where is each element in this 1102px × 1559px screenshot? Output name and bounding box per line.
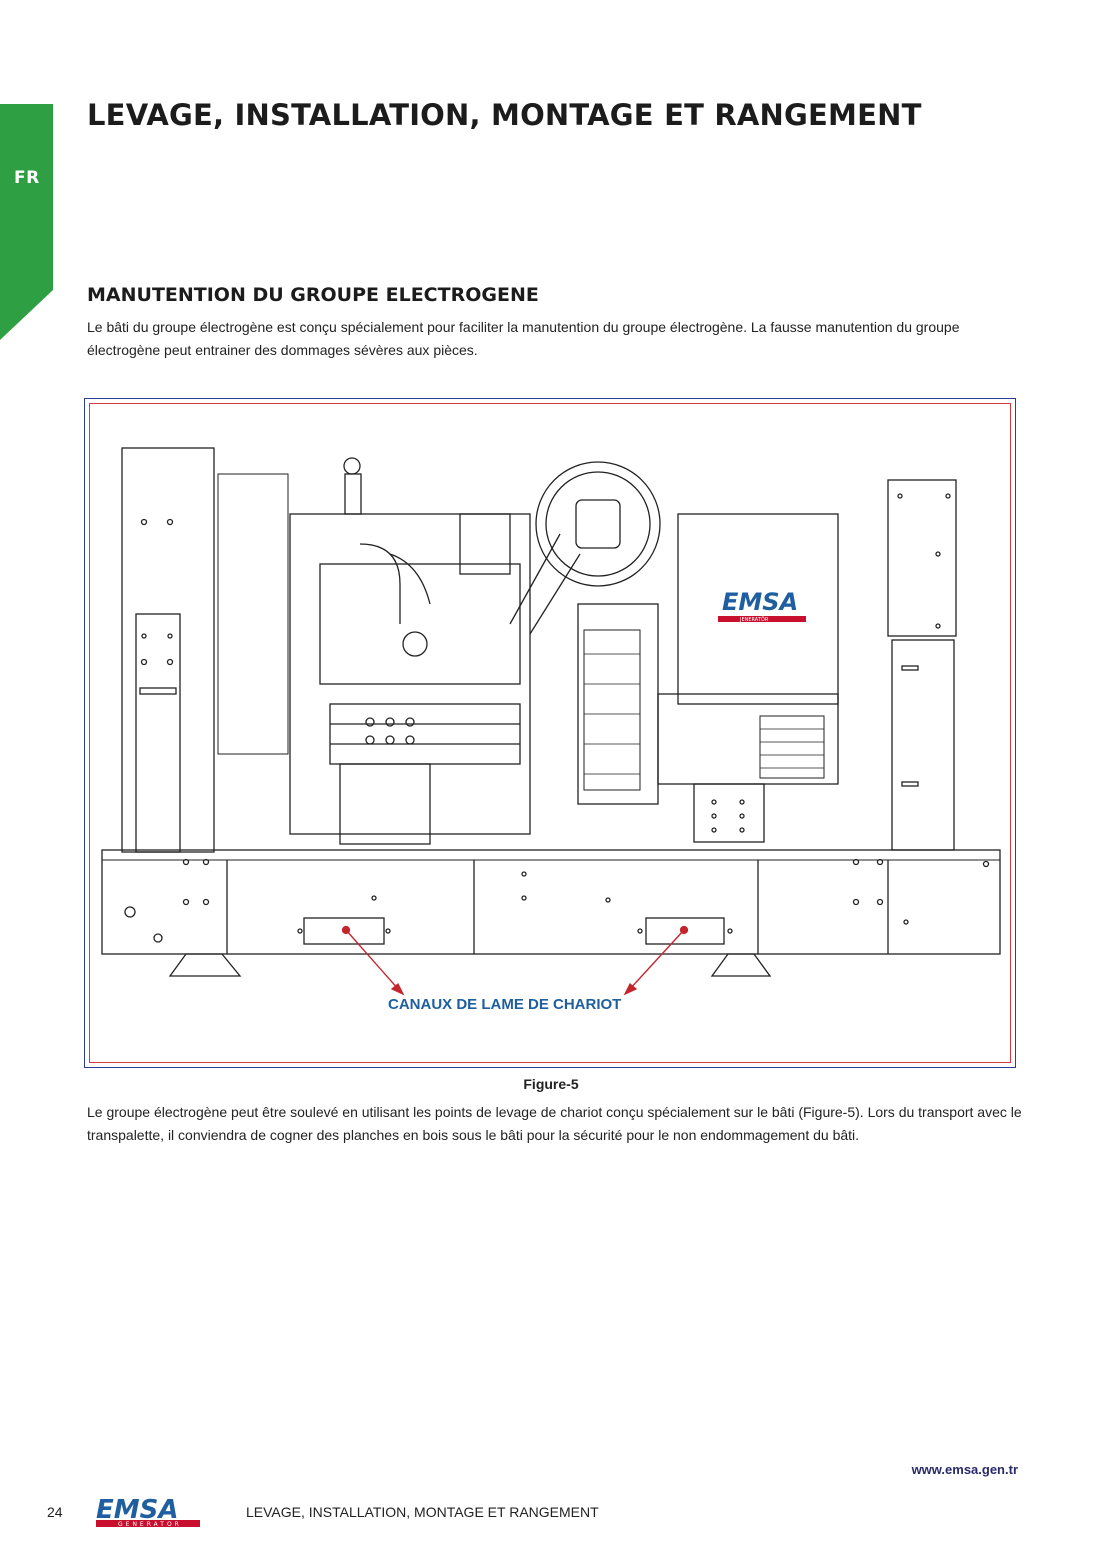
section-title: MANUTENTION DU GROUPE ELECTROGENE [87, 284, 539, 306]
language-tab [0, 104, 53, 340]
intro-paragraph: Le bâti du groupe électrogène est conçu … [87, 319, 960, 358]
body-paragraph: Le groupe électrogène peut être soulevé … [87, 1104, 1022, 1143]
footer-section-title: LEVAGE, INSTALLATION, MONTAGE ET RANGEME… [246, 1504, 599, 1520]
figure-frame: EMSA JENERATÖR [84, 398, 1016, 1068]
page-title: LEVAGE, INSTALLATION, MONTAGE ET RANGEME… [87, 98, 922, 132]
language-label: FR [14, 168, 40, 188]
figure-annotation: CANAUX DE LAME DE CHARIOT [388, 996, 622, 1013]
footer-logo-sub: GENERATOR [118, 1521, 182, 1528]
figure-logo-sub: JENERATÖR [739, 616, 769, 623]
figure-logo-text: EMSA [722, 588, 798, 616]
figure-caption: Figure-5 [523, 1076, 579, 1092]
website-link[interactable]: www.emsa.gen.tr [911, 1462, 1018, 1477]
page-number: 24 [47, 1504, 63, 1520]
generator-drawing: EMSA JENERATÖR [89, 403, 1011, 1063]
footer-logo: EMSA GENERATOR [94, 1494, 202, 1528]
